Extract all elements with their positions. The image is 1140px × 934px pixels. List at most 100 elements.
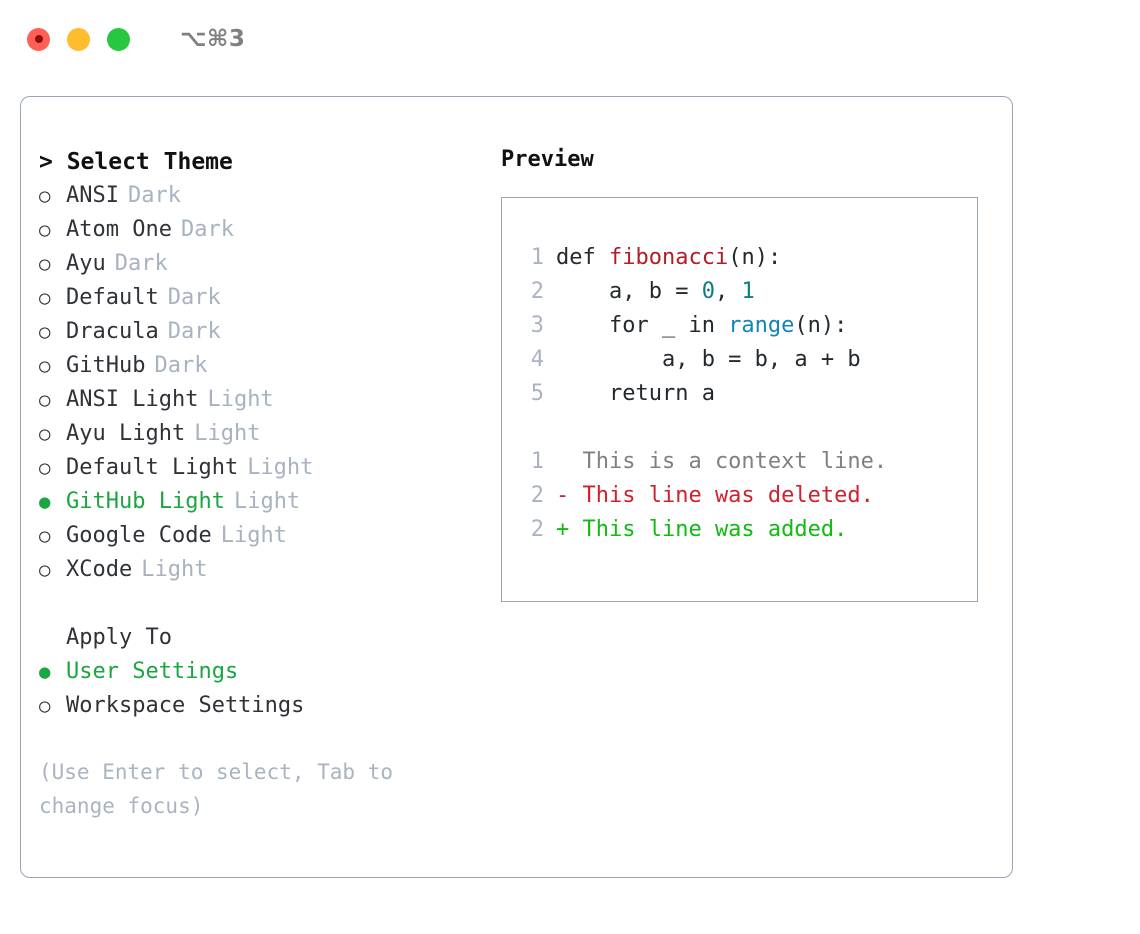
apply-to-option-label: User Settings [66, 659, 239, 684]
theme-option-variant-tag: Light [207, 387, 274, 412]
code-token-plain: for _ in [556, 313, 729, 338]
apply-to-option-workspace-settings[interactable]: ○ Workspace Settings [39, 689, 479, 723]
theme-option-variant-tag: Dark [127, 183, 181, 208]
apply-to-heading: Apply To [39, 621, 479, 655]
theme-option-label: Atom One [66, 217, 172, 242]
theme-option-variant-tag: Dark [180, 217, 234, 242]
maximize-window-button[interactable] [107, 27, 130, 51]
radio-unselected-icon: ○ [39, 219, 51, 241]
radio-unselected-icon: ○ [39, 253, 51, 275]
radio-unselected-icon: ○ [39, 559, 51, 581]
radio-unselected-icon: ○ [39, 287, 51, 309]
line-number: 2 [530, 517, 544, 542]
theme-option-github[interactable]: ○ GitHub Dark [39, 349, 479, 383]
theme-option-ansi-light[interactable]: ○ ANSI Light Light [39, 383, 479, 417]
theme-option-label: GitHub [66, 353, 146, 378]
theme-option-label: ANSI Light [66, 387, 199, 412]
radio-unselected-icon: ○ [39, 185, 51, 207]
theme-option-variant-tag: Light [220, 523, 287, 548]
minimize-window-button[interactable] [67, 27, 90, 51]
close-window-button[interactable] [27, 27, 50, 51]
keyboard-shortcut-label: ⌥⌘3 [180, 26, 246, 52]
apply-to-heading-label: Apply To [66, 625, 172, 650]
theme-option-variant-tag: Dark [167, 319, 221, 344]
theme-option-label: Default Light [66, 455, 239, 480]
line-number: 1 [530, 449, 544, 474]
radio-selected-icon: ● [39, 661, 51, 683]
theme-option-variant-tag: Dark [114, 251, 168, 276]
code-token-plain: a, b = b, a + b [556, 347, 861, 372]
theme-option-atom-one[interactable]: ○ Atom One Dark [39, 213, 479, 247]
theme-option-label: Dracula [66, 319, 159, 344]
theme-option-ansi[interactable]: ○ ANSI Dark [39, 179, 479, 213]
code-token-plain: (n): [794, 313, 848, 338]
code-token-kwfn: range [728, 313, 795, 338]
theme-option-variant-tag: Light [194, 421, 261, 446]
theme-option-variant-tag: Dark [167, 285, 221, 310]
diff-line-text: - This line was deleted. [556, 483, 874, 508]
radio-unselected-icon: ○ [39, 355, 51, 377]
theme-option-variant-tag: Light [141, 557, 208, 582]
theme-option-label: Ayu [66, 251, 106, 276]
select-theme-heading: > Select Theme [39, 149, 233, 175]
theme-option-ayu[interactable]: ○ Ayu Dark [39, 247, 479, 281]
theme-option-default[interactable]: ○ Default Dark [39, 281, 479, 315]
code-token-num: 0 [701, 279, 715, 304]
radio-unselected-icon: ○ [39, 389, 51, 411]
theme-option-xcode[interactable]: ○ XCode Light [39, 553, 479, 587]
code-line: 5 return a [522, 377, 977, 411]
code-line: 4 a, b = b, a + b [522, 343, 977, 377]
code-token-func: fibonacci [608, 245, 729, 270]
theme-option-variant-tag: Light [233, 489, 301, 514]
code-line: 1 def fibonacci(n): [522, 241, 977, 275]
diff-line-text: + This line was added. [556, 517, 848, 542]
theme-option-label: GitHub Light [66, 489, 225, 514]
theme-option-dracula[interactable]: ○ Dracula Dark [39, 315, 479, 349]
radio-unselected-icon: ○ [39, 423, 51, 445]
diff-line-ctx: 1 This is a context line. [522, 445, 977, 479]
theme-option-label: ANSI [66, 183, 119, 208]
theme-option-label: Ayu Light [66, 421, 186, 446]
line-number: 3 [530, 313, 544, 338]
diff-line-text: This is a context line. [556, 449, 888, 474]
code-token-plain: a, b = [556, 279, 702, 304]
line-number: 2 [530, 483, 544, 508]
theme-option-ayu-light[interactable]: ○ Ayu Light Light [39, 417, 479, 451]
apply-to-option-label: Workspace Settings [66, 693, 305, 718]
code-token-plain: def [556, 245, 609, 270]
code-token-plain: , [714, 279, 742, 304]
apply-to-option-user-settings[interactable]: ● User Settings [39, 655, 479, 689]
diff-line-del: 2 - This line was deleted. [522, 479, 977, 513]
code-line: 2 a, b = 0, 1 [522, 275, 977, 309]
code-line: 3 for _ in range(n): [522, 309, 977, 343]
radio-unselected-icon: ○ [39, 695, 51, 717]
line-number: 1 [530, 245, 544, 270]
line-number: 5 [530, 381, 544, 406]
theme-option-label: Default [66, 285, 159, 310]
apply-to-heading-marker [39, 621, 66, 655]
diff-sample: 1 This is a context line. 2 - This line wa… [522, 445, 977, 547]
title-bar: ⌥⌘3 [0, 0, 1140, 78]
code-token-num: 1 [741, 279, 755, 304]
theme-option-label: XCode [66, 557, 133, 582]
line-number: 2 [530, 279, 544, 304]
diff-line-add: 2 + This line was added. [522, 513, 977, 547]
traffic-lights [27, 27, 130, 51]
code-token-plain: return a [556, 381, 715, 406]
keyboard-hint-text: (Use Enter to select, Tab to change focu… [39, 760, 394, 818]
code-spacer [522, 411, 977, 445]
radio-unselected-icon: ○ [39, 457, 51, 479]
theme-option-variant-tag: Dark [154, 353, 208, 378]
radio-unselected-icon: ○ [39, 321, 51, 343]
code-token-plain: (n): [728, 245, 782, 270]
apply-to-list: ● User Settings ○ Workspace Settings [39, 655, 479, 723]
theme-option-label: Google Code [66, 523, 212, 548]
